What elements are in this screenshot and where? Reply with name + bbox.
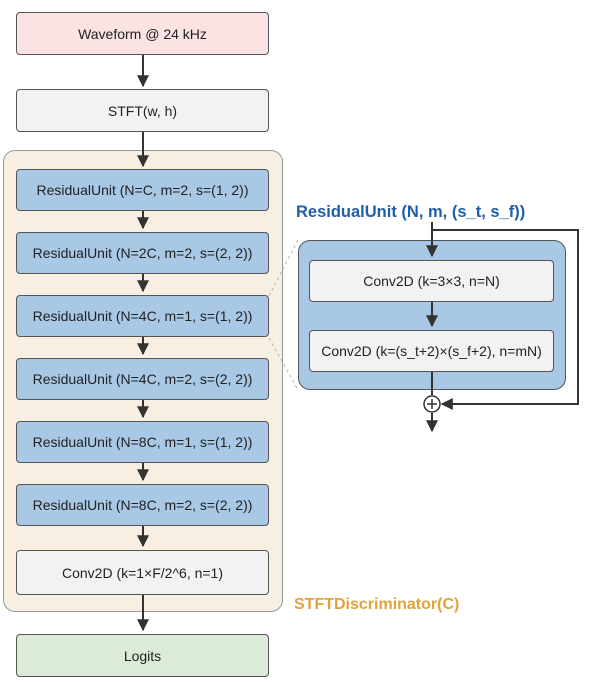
- residual-unit-box: ResidualUnit (N=4C, m=2, s=(2, 2)): [16, 358, 269, 400]
- residual-unit-title: ResidualUnit (N, m, (s_t, s_f)): [296, 203, 526, 221]
- residual-unit-label: ResidualUnit (N=4C, m=1, s=(1, 2)): [32, 308, 253, 324]
- discriminator-title: STFTDiscriminator(C): [294, 596, 460, 613]
- residual-unit-box: ResidualUnit (N=8C, m=1, s=(1, 2)): [16, 421, 269, 463]
- stft-box: STFT(w, h): [16, 89, 269, 132]
- conv1-label: Conv2D (k=3×3, n=N): [363, 273, 500, 289]
- conv2-label: Conv2D (k=(s_t+2)×(s_f+2), n=mN): [321, 343, 542, 359]
- waveform-input-box: Waveform @ 24 kHz: [16, 12, 269, 55]
- residual-unit-box: ResidualUnit (N=4C, m=1, s=(1, 2)): [16, 295, 269, 337]
- residual-unit-label: ResidualUnit (N=8C, m=2, s=(2, 2)): [32, 497, 253, 513]
- logits-output-box: Logits: [16, 634, 269, 677]
- residual-unit-label: ResidualUnit (N=C, m=2, s=(1, 2)): [36, 182, 249, 198]
- residual-unit-box: ResidualUnit (N=8C, m=2, s=(2, 2)): [16, 484, 269, 526]
- final-conv-label: Conv2D (k=1×F/2^6, n=1): [61, 564, 224, 581]
- logits-label: Logits: [123, 647, 162, 664]
- residual-unit-label: ResidualUnit (N=2C, m=2, s=(2, 2)): [32, 245, 253, 261]
- conv1-box: Conv2D (k=3×3, n=N): [309, 260, 554, 302]
- residual-unit-box: ResidualUnit (N=2C, m=2, s=(2, 2)): [16, 232, 269, 274]
- residual-unit-label: ResidualUnit (N=8C, m=1, s=(1, 2)): [32, 434, 253, 450]
- residual-unit-box: ResidualUnit (N=C, m=2, s=(1, 2)): [16, 169, 269, 211]
- residual-unit-label: ResidualUnit (N=4C, m=2, s=(2, 2)): [32, 371, 253, 387]
- final-conv-box: Conv2D (k=1×F/2^6, n=1): [16, 550, 269, 595]
- stft-label: STFT(w, h): [107, 102, 178, 119]
- waveform-input-label: Waveform @ 24 kHz: [78, 25, 207, 42]
- conv2-box: Conv2D (k=(s_t+2)×(s_f+2), n=mN): [309, 330, 554, 372]
